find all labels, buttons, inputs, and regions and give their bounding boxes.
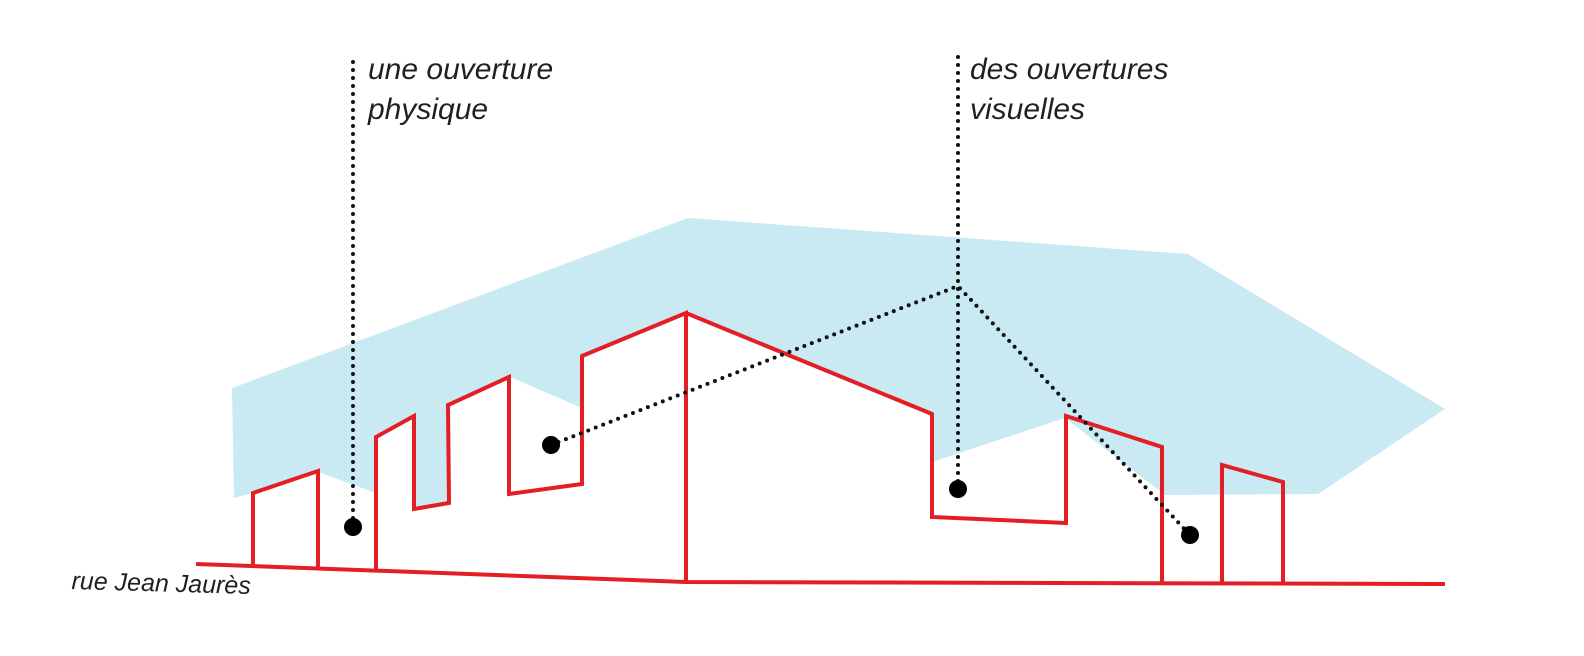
street-line xyxy=(195,562,1446,586)
label-physical-opening: une ouverture physique xyxy=(368,50,553,130)
leader-lines xyxy=(351,55,1192,537)
building-1 xyxy=(251,468,320,570)
marker-dots xyxy=(344,436,1199,544)
marker-dot-visual-left xyxy=(542,436,560,454)
marker-dot-visual-center xyxy=(949,480,967,498)
label-visual-line2: visuelles xyxy=(970,93,1086,126)
building-3 xyxy=(685,311,1164,584)
label-physical-line2: physique xyxy=(368,93,489,126)
label-street-name: rue Jean Jaurès xyxy=(71,566,252,600)
building-4 xyxy=(1220,462,1285,584)
building-outlines xyxy=(195,310,1446,586)
label-physical-line1: une ouverture xyxy=(368,53,554,86)
sky-zone xyxy=(232,218,1445,510)
marker-dot-physical xyxy=(344,518,362,536)
marker-dot-visual-right xyxy=(1181,526,1199,544)
label-visual-openings: des ouvertures visuelles xyxy=(970,50,1168,130)
label-visual-line1: des ouvertures xyxy=(970,53,1169,86)
leader-visual-branches xyxy=(549,283,1192,537)
building-2 xyxy=(374,310,688,582)
